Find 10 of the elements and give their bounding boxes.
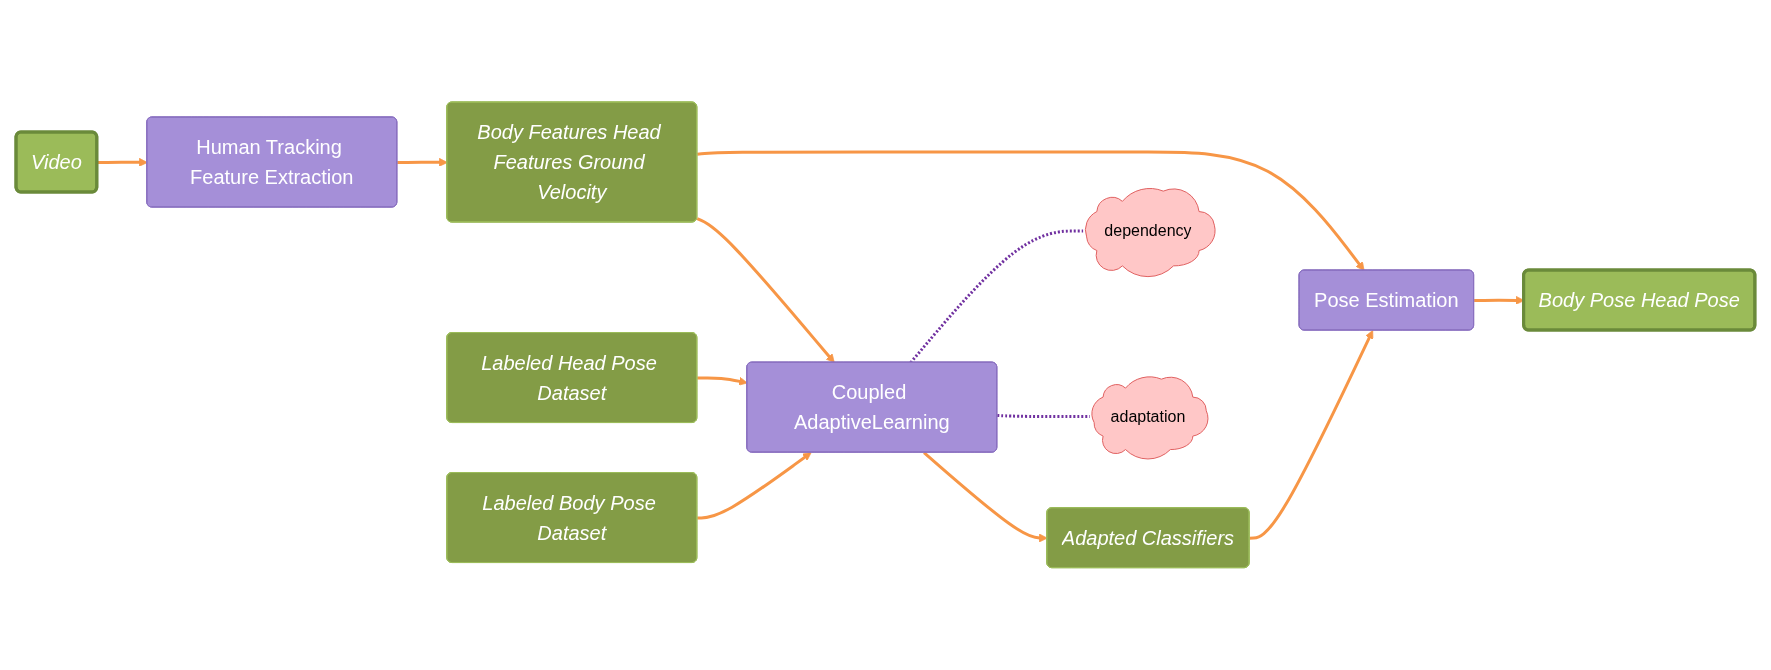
arrow [397, 158, 448, 167]
arrow [923, 451, 1048, 543]
connector [909, 229, 1084, 364]
arrow [697, 150, 1365, 272]
arrow [697, 376, 748, 386]
arrow [97, 158, 148, 167]
arrow [697, 452, 812, 520]
arrow [696, 217, 835, 364]
arrow [1249, 330, 1374, 540]
connector [997, 414, 1090, 419]
